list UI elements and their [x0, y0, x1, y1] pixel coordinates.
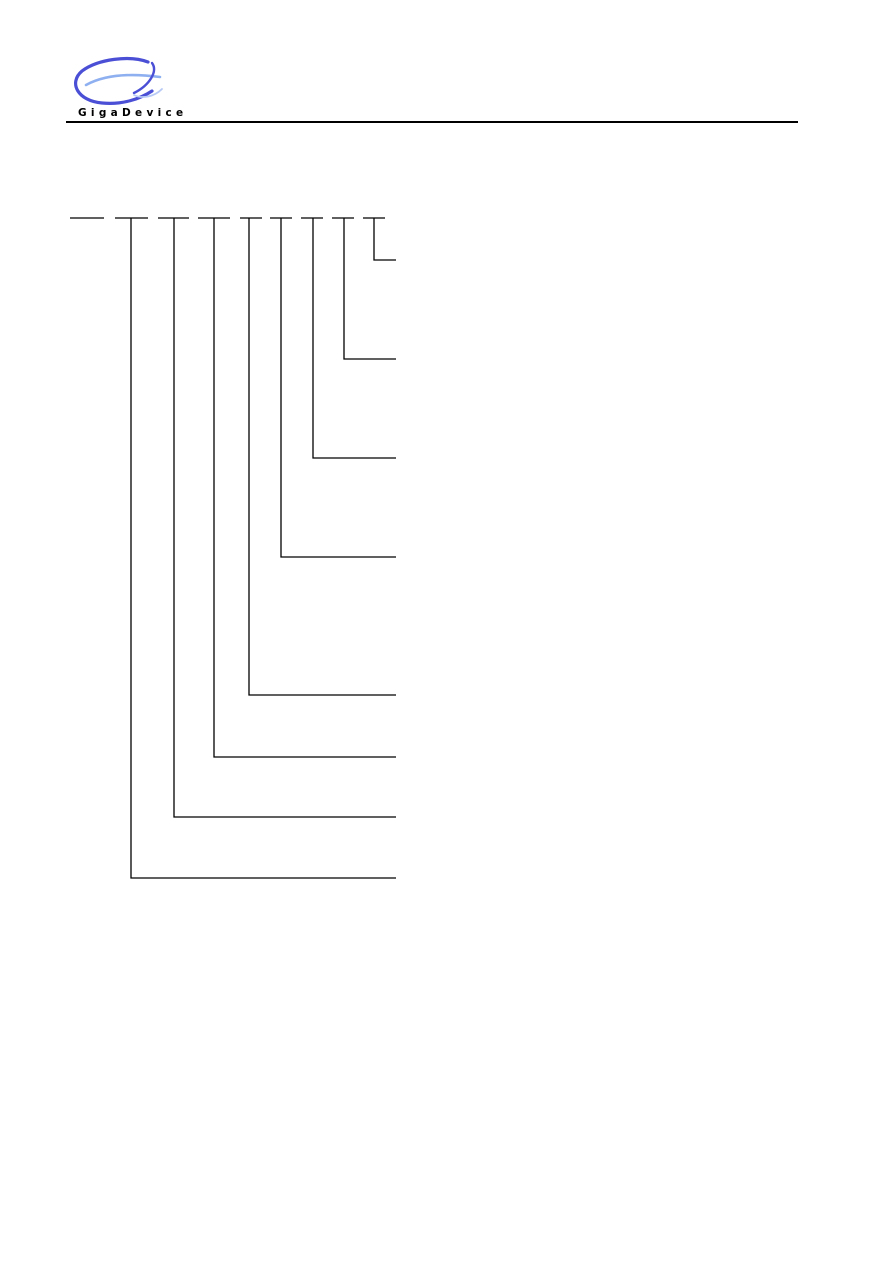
leader-line-4: [213, 218, 396, 758]
brand-name: GigaDevice: [78, 107, 188, 119]
leader-line-6: [280, 218, 396, 558]
leader-line-3: [173, 218, 396, 818]
leader-line-2: [130, 218, 396, 879]
leader-line-8: [343, 218, 396, 360]
leader-line-5: [248, 218, 396, 696]
page-header: GigaDevice: [0, 0, 892, 130]
leader-line-7: [312, 218, 396, 459]
gigadevice-logo-icon: GigaDevice: [70, 55, 190, 125]
leader-line-9: [373, 218, 396, 261]
header-rule: [66, 121, 798, 123]
